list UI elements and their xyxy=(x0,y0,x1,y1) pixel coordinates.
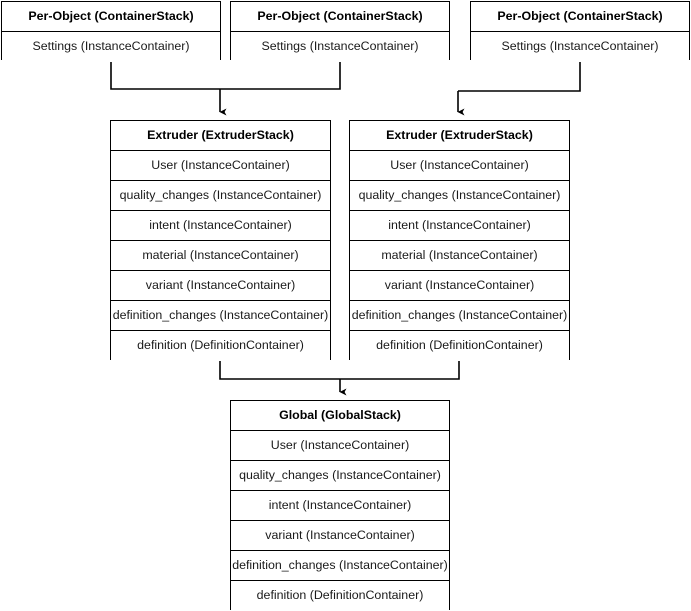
extruder-stack-1-row-variant[interactable]: variant (InstanceContainer) xyxy=(111,271,330,301)
per-object-stack-1-header: Per-Object (ContainerStack) xyxy=(2,2,220,32)
global-stack-row-definition[interactable]: definition (DefinitionContainer) xyxy=(231,581,449,611)
global-stack-row-definition-changes[interactable]: definition_changes (InstanceContainer) xyxy=(231,551,449,581)
extruder-stack-2-row-quality-changes[interactable]: quality_changes (InstanceContainer) xyxy=(350,181,569,211)
extruder-stack-2-row-variant[interactable]: variant (InstanceContainer) xyxy=(350,271,569,301)
per-object-stack-3-row-settings[interactable]: Settings (InstanceContainer) xyxy=(471,32,689,62)
per-object-stack-2-header: Per-Object (ContainerStack) xyxy=(231,2,449,32)
extruder-stack-2-row-definition-changes[interactable]: definition_changes (InstanceContainer) xyxy=(350,301,569,331)
global-stack-row-variant[interactable]: variant (InstanceContainer) xyxy=(231,521,449,551)
extruder-stack-2-row-user[interactable]: User (InstanceContainer) xyxy=(350,151,569,181)
extruder-stack-1-row-quality-changes[interactable]: quality_changes (InstanceContainer) xyxy=(111,181,330,211)
extruder-stack-1-row-user[interactable]: User (InstanceContainer) xyxy=(111,151,330,181)
global-stack[interactable]: Global (GlobalStack) User (InstanceConta… xyxy=(230,400,450,611)
connector-perobject2-to-extruder1 xyxy=(220,60,341,90)
connector-extruder2-to-global xyxy=(340,360,460,380)
extruder-stack-2-row-material[interactable]: material (InstanceContainer) xyxy=(350,241,569,271)
per-object-stack-2-row-settings[interactable]: Settings (InstanceContainer) xyxy=(231,32,449,62)
global-stack-row-quality-changes[interactable]: quality_changes (InstanceContainer) xyxy=(231,461,449,491)
per-object-stack-3[interactable]: Per-Object (ContainerStack) Settings (In… xyxy=(470,1,690,62)
per-object-stack-1[interactable]: Per-Object (ContainerStack) Settings (In… xyxy=(1,1,221,62)
extruder-stack-2-header: Extruder (ExtruderStack) xyxy=(350,121,569,151)
global-stack-header: Global (GlobalStack) xyxy=(231,401,449,431)
extruder-stack-1-row-intent[interactable]: intent (InstanceContainer) xyxy=(111,211,330,241)
extruder-stack-2-row-intent[interactable]: intent (InstanceContainer) xyxy=(350,211,569,241)
per-object-stack-3-header: Per-Object (ContainerStack) xyxy=(471,2,689,32)
extruder-stack-1-row-definition[interactable]: definition (DefinitionContainer) xyxy=(111,331,330,361)
global-stack-row-intent[interactable]: intent (InstanceContainer) xyxy=(231,491,449,521)
connector-perobject1-to-extruder1 xyxy=(110,60,220,90)
extruder-stack-1-row-material[interactable]: material (InstanceContainer) xyxy=(111,241,330,271)
extruder-stack-1-header: Extruder (ExtruderStack) xyxy=(111,121,330,151)
global-stack-row-user[interactable]: User (InstanceContainer) xyxy=(231,431,449,461)
connector-perobject3-to-extruder2 xyxy=(458,60,581,92)
extruder-stack-1-row-definition-changes[interactable]: definition_changes (InstanceContainer) xyxy=(111,301,330,331)
extruder-stack-2-row-definition[interactable]: definition (DefinitionContainer) xyxy=(350,331,569,361)
per-object-stack-2[interactable]: Per-Object (ContainerStack) Settings (In… xyxy=(230,1,450,62)
per-object-stack-1-row-settings[interactable]: Settings (InstanceContainer) xyxy=(2,32,220,62)
extruder-stack-2[interactable]: Extruder (ExtruderStack) User (InstanceC… xyxy=(349,120,570,361)
extruder-stack-1[interactable]: Extruder (ExtruderStack) User (InstanceC… xyxy=(110,120,331,361)
connector-extruder1-to-global xyxy=(219,360,340,380)
